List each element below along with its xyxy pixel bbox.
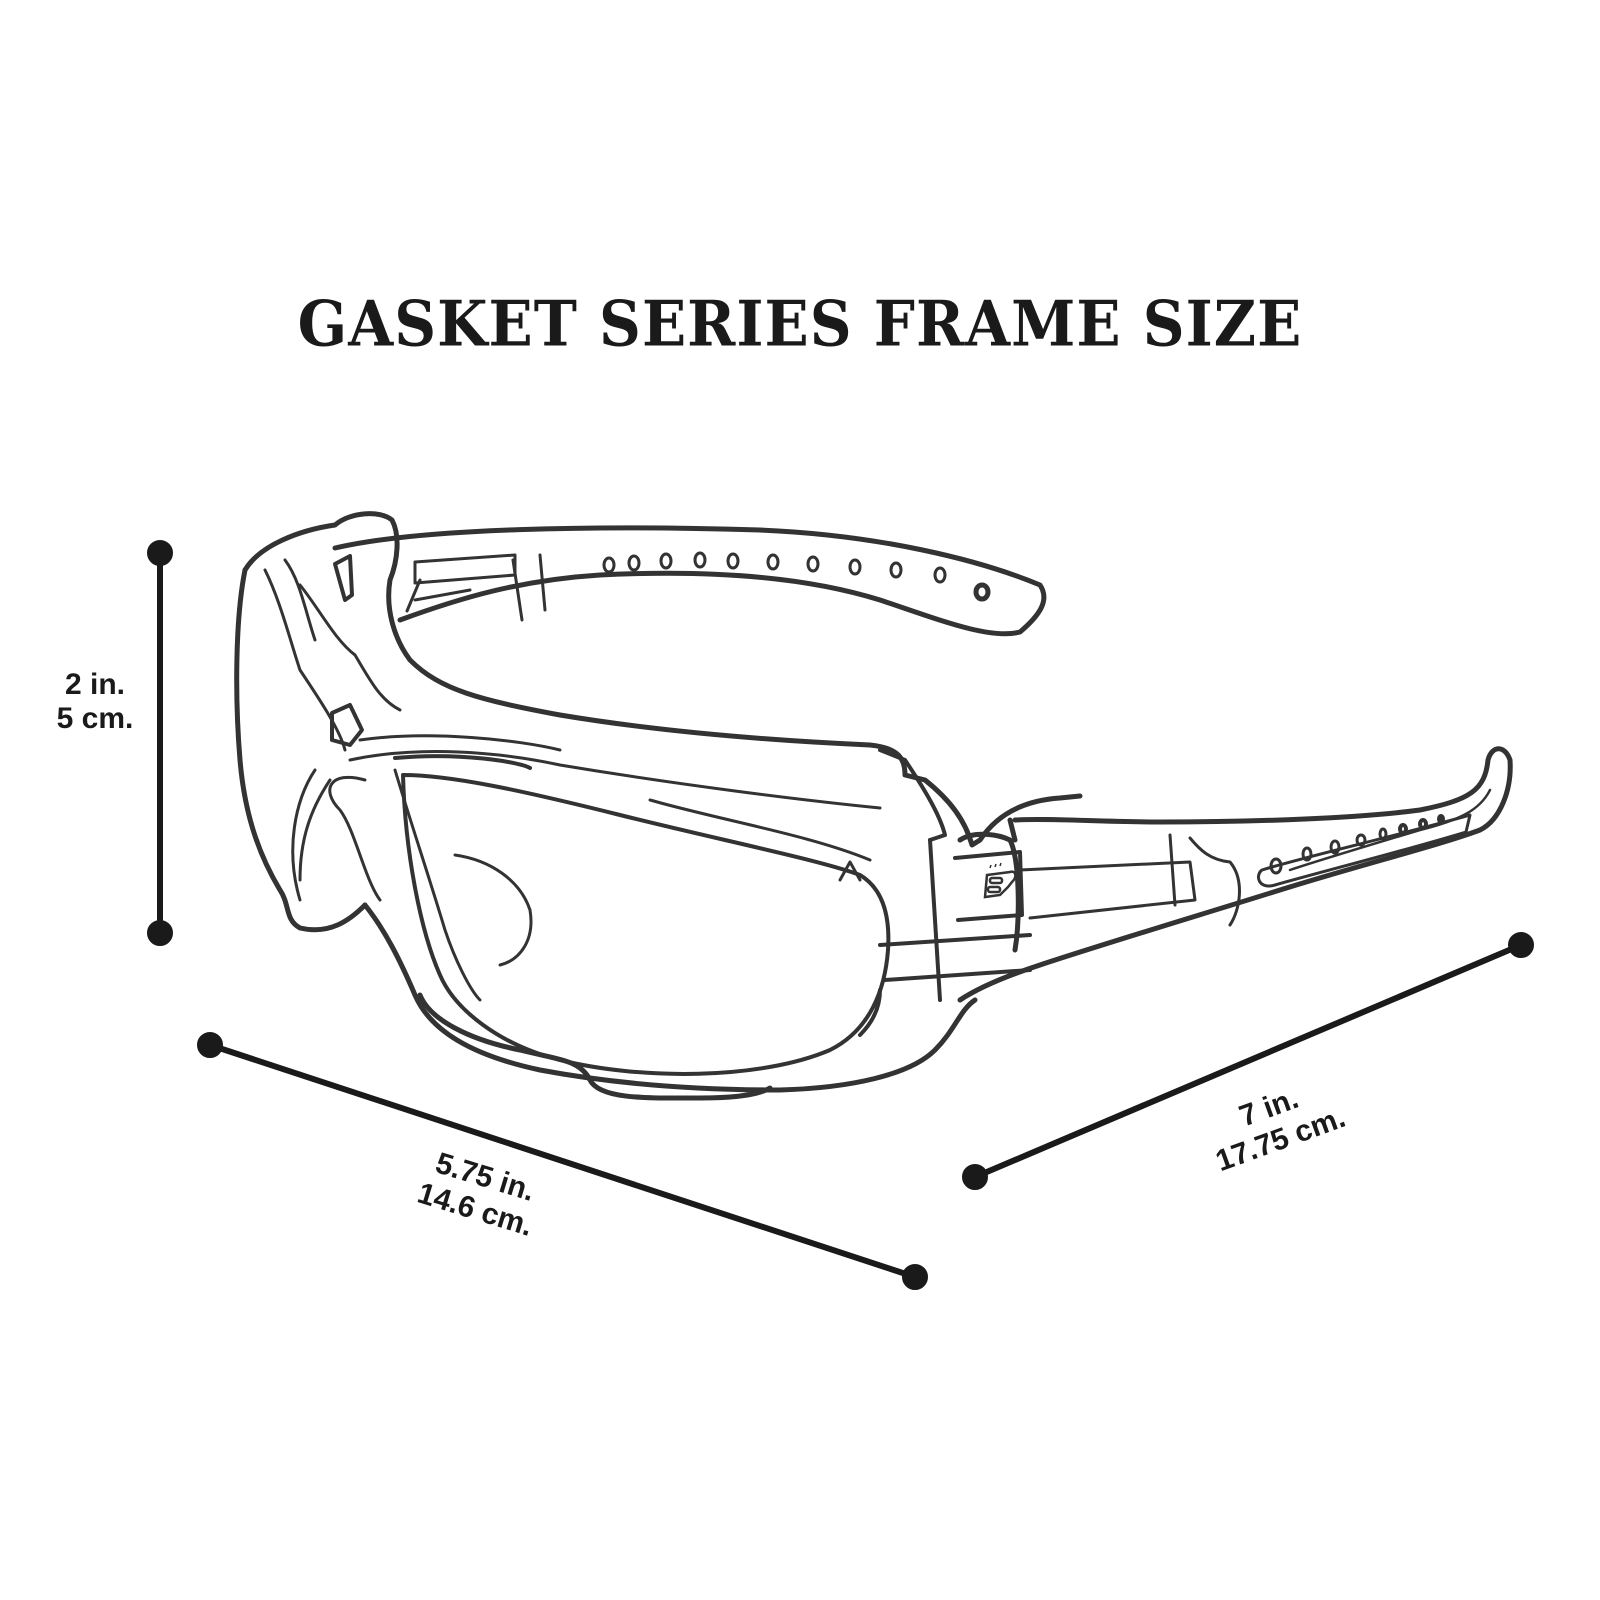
outer-frame <box>234 511 1083 1101</box>
height-dimension-label: 2 in. 5 cm. <box>50 668 140 736</box>
glasses-illustration <box>234 511 1513 1101</box>
height-dimension-line <box>147 540 173 946</box>
lens-width-dimension-line <box>197 1032 928 1290</box>
height-metric: 5 cm. <box>56 702 134 735</box>
lens <box>393 768 891 1076</box>
inner-frame <box>263 554 882 902</box>
brand-logo-icon <box>983 862 1017 899</box>
near-temple-arm <box>957 746 1513 1003</box>
far-temple-holes <box>602 551 991 602</box>
hinge-block <box>858 748 1032 1037</box>
near-temple-holes <box>1257 813 1472 888</box>
far-temple-arm <box>332 525 1047 637</box>
page-title: GASKET SERIES FRAME SIZE <box>297 287 1303 361</box>
height-imperial: 2 in. <box>64 668 125 701</box>
temple-length-dimension-line <box>962 932 1534 1190</box>
